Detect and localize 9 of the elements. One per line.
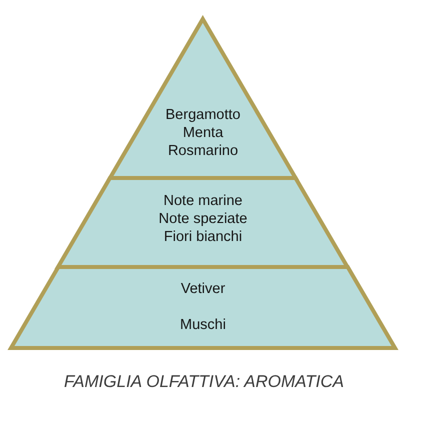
note-label: Muschi [180, 316, 226, 334]
note-label: Note marine [164, 192, 242, 210]
note-label: Menta [182, 124, 224, 142]
note-label: Rosmarino [168, 142, 238, 160]
note-label: Bergamotto [166, 106, 240, 124]
note-label: Fiori bianchi [164, 228, 242, 246]
note-label: Note speziate [158, 210, 248, 228]
caption: FAMIGLIA OLFATTIVA: AROMATICA [64, 371, 344, 393]
note-label: Vetiver [180, 280, 226, 298]
